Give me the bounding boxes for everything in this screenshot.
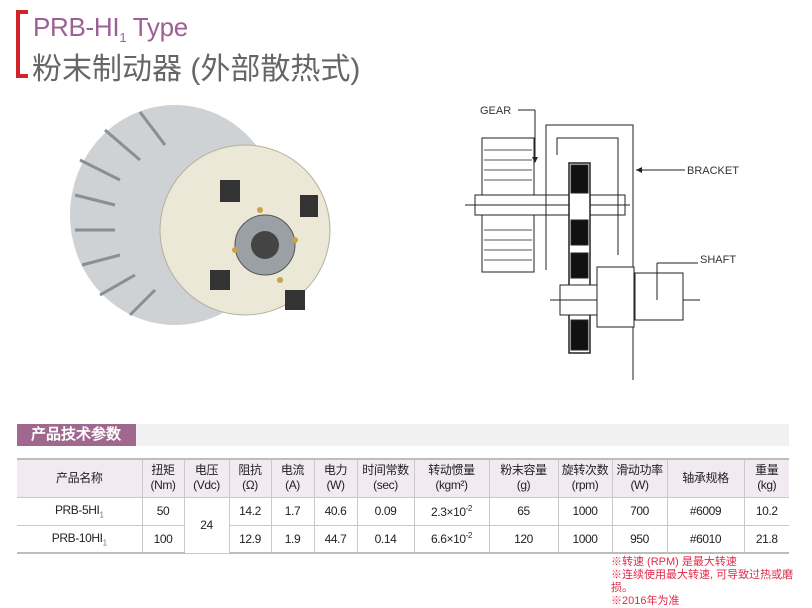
shaft xyxy=(634,272,684,321)
title-suffix: Type xyxy=(126,12,188,42)
cell-power: 44.7 xyxy=(313,525,357,554)
table-header-row: 产品名称 扭矩(Nm) 电压(Vdc) 阻抗(Ω) 电流(A) 电力(W) 时间… xyxy=(17,459,789,498)
cell-torque: 50 xyxy=(141,497,184,526)
cell-torque: 100 xyxy=(141,525,184,554)
cell-impedance: 12.9 xyxy=(228,525,271,554)
col-impedance: 阻抗(Ω) xyxy=(228,459,271,498)
cell-slip-power: 950 xyxy=(611,525,667,554)
title-bracket-mark xyxy=(16,10,28,78)
bracket-outer xyxy=(545,124,634,380)
footnotes: ※转速 (RPM) 是最大转速 ※连续使用最大转速, 可导致过热或磨损。 ※20… xyxy=(611,556,812,608)
cell-weight: 10.2 xyxy=(743,497,789,526)
bracket-inner xyxy=(556,137,619,255)
table-row: PRB-5HI1 50 24 14.2 1.7 40.6 0.09 2.3×10… xyxy=(17,497,789,554)
col-current: 电流(A) xyxy=(270,459,314,498)
title-subscript: 1 xyxy=(119,30,127,46)
col-bearing: 轴承规格 xyxy=(666,459,744,498)
cell-inertia: 6.6×10-2 xyxy=(413,525,489,554)
gear-label: GEAR xyxy=(480,105,511,117)
bracket-label: BRACKET xyxy=(687,165,739,177)
col-model: 产品名称 xyxy=(17,459,142,498)
cell-weight: 21.8 xyxy=(743,525,789,554)
col-time-constant: 时间常数(sec) xyxy=(356,459,414,498)
cell-inertia: 2.3×10-2 xyxy=(413,497,489,526)
cell-voltage: 24 xyxy=(183,497,229,554)
section-band xyxy=(17,424,789,446)
cell-model: PRB-5HI1 xyxy=(17,497,142,526)
cell-power: 40.6 xyxy=(313,497,357,526)
shaft-label: SHAFT xyxy=(700,254,736,266)
cell-impedance: 14.2 xyxy=(228,497,271,526)
col-inertia: 转动惯量(kgm²) xyxy=(413,459,489,498)
cell-rpm: 1000 xyxy=(557,525,612,554)
cell-current: 1.9 xyxy=(270,525,314,554)
cell-powder: 120 xyxy=(488,525,558,554)
cell-time-constant: 0.09 xyxy=(356,497,414,526)
col-power: 电力(W) xyxy=(313,459,357,498)
footnote: ※转速 (RPM) 是最大转速 xyxy=(611,556,737,568)
footnote: ※连续使用最大转速, 可导致过热或磨损。 xyxy=(611,569,794,594)
col-powder: 粉末容量(g) xyxy=(488,459,558,498)
page-title-cn: 粉末制动器 (外部散热式) xyxy=(32,53,361,86)
cell-bearing: #6010 xyxy=(666,525,744,554)
page-title-en: PRB-HI1 Type xyxy=(33,12,188,45)
cell-bearing: #6009 xyxy=(666,497,744,526)
cell-powder: 65 xyxy=(488,497,558,526)
table-row: PRB-10HI1 100 12.9 1.9 44.7 0.14 6.6×10-… xyxy=(17,525,789,554)
col-weight: 重量(kg) xyxy=(743,459,789,498)
col-torque: 扭矩(Nm) xyxy=(141,459,184,498)
installation-diagram: GEAR BRACKET SHAFT xyxy=(465,105,739,380)
title-model: PRB-HI xyxy=(33,12,120,42)
section-title: 产品技术参数 xyxy=(17,424,136,446)
cell-current: 1.7 xyxy=(270,497,314,526)
col-rpm: 旋转次数(rpm) xyxy=(557,459,612,498)
cell-slip-power: 700 xyxy=(611,497,667,526)
col-voltage: 电压(Vdc) xyxy=(183,459,229,498)
cell-time-constant: 0.14 xyxy=(356,525,414,554)
cell-model: PRB-10HI1 xyxy=(17,525,142,554)
brake-product-photo xyxy=(70,105,331,325)
spec-table: 产品名称 扭矩(Nm) 电压(Vdc) 阻抗(Ω) 电流(A) 电力(W) 时间… xyxy=(17,458,789,554)
cell-rpm: 1000 xyxy=(557,497,612,526)
col-slip-power: 滑动功率(W) xyxy=(611,459,667,498)
